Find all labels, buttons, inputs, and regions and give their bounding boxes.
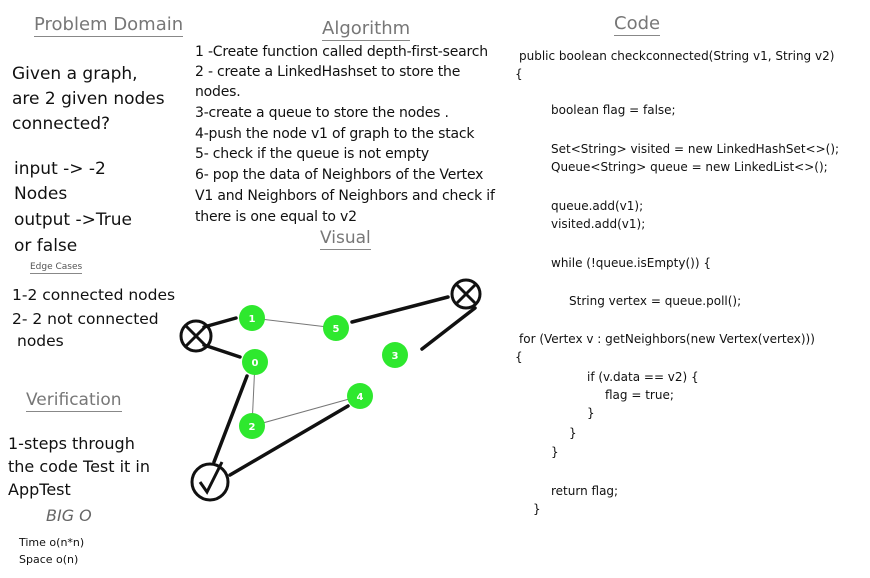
- algorithm-step-6c: there is one equal to v2: [195, 209, 357, 225]
- code-line-brace-open: {: [515, 67, 523, 81]
- code-line-visited: Set<String> visited = new LinkedHashSet<…: [551, 142, 840, 156]
- path-0-to-check: [212, 374, 249, 464]
- path-end-to-3: [420, 306, 477, 351]
- code-heading: Code: [614, 13, 661, 36]
- code-line-for-brace: {: [515, 350, 523, 364]
- code-line-close-if: }: [587, 406, 595, 420]
- edge-case-line-2: 2- 2 not connected: [12, 310, 159, 328]
- problem-domain-heading: Problem Domain: [34, 14, 184, 37]
- svg-text:2: 2: [249, 422, 256, 433]
- svg-text:5: 5: [333, 324, 340, 335]
- code-line-signature: public boolean checkconnected(String v1,…: [519, 49, 835, 63]
- node-1: 1: [239, 305, 265, 331]
- problem-line-1: Given a graph,: [12, 64, 138, 84]
- path-5-to-end: [350, 295, 450, 324]
- node-3: 3: [382, 342, 408, 368]
- algorithm-step-3: 3-create a queue to store the nodes .: [195, 105, 449, 121]
- start-cross-icon: [179, 319, 213, 353]
- problem-line-2: are 2 given nodes: [12, 89, 165, 109]
- code-line-if: if (v.data == v2) {: [587, 370, 699, 384]
- code-line-close-for: }: [569, 426, 577, 440]
- code-line-close-while: }: [551, 445, 559, 459]
- edge-2-4: [251, 395, 361, 427]
- code-line-queue-add: queue.add(v1);: [551, 199, 644, 213]
- svg-text:1: 1: [249, 314, 256, 325]
- node-4: 4: [347, 383, 373, 409]
- algorithm-step-6b: V1 and Neighbors of Neighbors and check …: [195, 188, 495, 204]
- output-line-1: output ->True: [14, 210, 132, 230]
- code-line-brace-close: }: [533, 502, 541, 516]
- node-2: 2: [239, 413, 265, 439]
- code-line-flag-true: flag = true;: [605, 388, 674, 402]
- visual-heading: Visual: [320, 228, 371, 250]
- target-cross-icon: [450, 278, 482, 310]
- algorithm-step-2b: nodes.: [195, 84, 241, 100]
- verification-line-3: AppTest: [8, 480, 71, 499]
- input-line-1: input -> -2: [14, 159, 106, 179]
- svg-text:4: 4: [357, 392, 364, 403]
- node-5: 5: [323, 315, 349, 341]
- verification-heading: Verification: [26, 390, 122, 412]
- problem-line-3: connected?: [12, 114, 111, 134]
- algorithm-step-2: 2 - create a LinkedHashset to store the: [195, 64, 461, 80]
- code-line-visited-add: visited.add(v1);: [551, 217, 646, 231]
- algorithm-step-4: 4-push the node v1 of graph to the stack: [195, 126, 475, 142]
- algorithm-heading: Algorithm: [322, 18, 411, 41]
- input-line-2: Nodes: [14, 184, 68, 204]
- verification-line-1: 1-steps through: [8, 434, 135, 453]
- space-complexity: Space o(n): [19, 553, 79, 566]
- path-start-to-1: [202, 316, 238, 329]
- algorithm-step-6: 6- pop the data of Neighbors of the Vert…: [195, 167, 484, 183]
- node-0: 0: [242, 349, 268, 375]
- code-line-while: while (!queue.isEmpty()) {: [551, 256, 711, 270]
- code-line-poll: String vertex = queue.poll();: [569, 294, 742, 308]
- verification-line-2: the code Test it in: [8, 457, 150, 476]
- code-line-queue: Queue<String> queue = new LinkedList<>()…: [551, 160, 828, 174]
- edge-case-line-1: 1-2 connected nodes: [12, 286, 176, 304]
- path-start-to-0: [202, 343, 242, 359]
- big-o-heading: BIG O: [46, 506, 92, 525]
- algorithm-step-5: 5- check if the queue is not empty: [195, 146, 429, 162]
- code-line-return: return flag;: [551, 484, 619, 498]
- svg-text:3: 3: [392, 351, 399, 362]
- edge-cases-heading: Edge Cases: [30, 262, 83, 274]
- time-complexity: Time o(n*n): [19, 536, 85, 549]
- check-icon: [190, 461, 230, 502]
- algorithm-step-1: 1 -Create function called depth-first-se…: [195, 44, 488, 60]
- edge-1-5: [251, 317, 337, 329]
- output-line-2: or false: [14, 236, 78, 256]
- code-line-for: for (Vertex v : getNeighbors(new Vertex(…: [519, 332, 815, 346]
- edge-case-line-3: nodes: [17, 332, 64, 350]
- svg-text:0: 0: [252, 358, 259, 369]
- code-line-flag: boolean flag = false;: [551, 103, 676, 117]
- path-check-to-4: [228, 404, 350, 477]
